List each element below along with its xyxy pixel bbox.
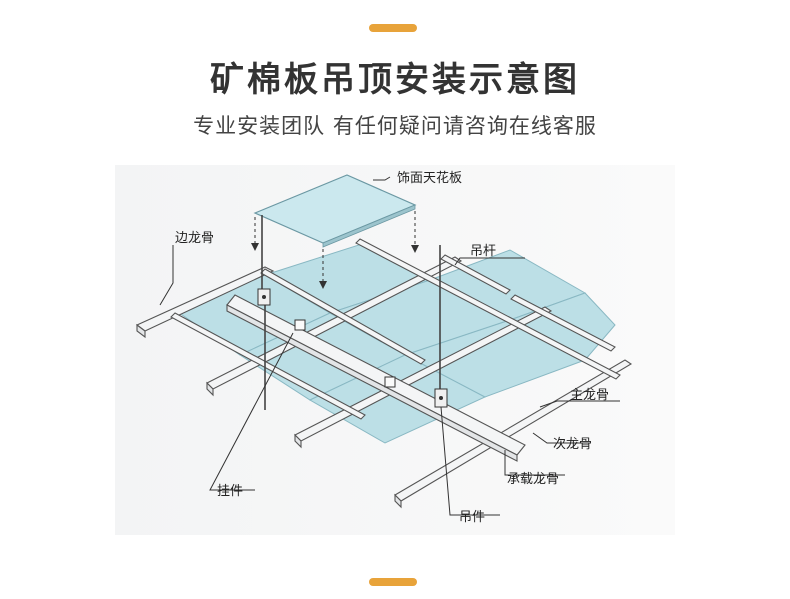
leader-face-panel — [373, 176, 391, 181]
hanger-clip — [294, 319, 306, 331]
page-title: 矿棉板吊顶安装示意图 — [210, 60, 580, 100]
leader-main-keel — [539, 400, 620, 408]
secondary-keel — [170, 312, 366, 420]
secondary-keel — [355, 238, 621, 380]
drop-arrow-icon — [319, 281, 327, 289]
main-keel-end — [394, 493, 402, 509]
main-keel-end — [206, 381, 214, 397]
leader-lines — [159, 176, 620, 516]
bracket-bolt — [439, 396, 443, 400]
label-suspension-part: 吊件 — [459, 510, 485, 525]
bracket-bolt — [262, 295, 266, 299]
secondary-keel — [440, 254, 511, 295]
ceiling-installation-diagram: 饰面天花板 边龙骨 吊杆 主龙骨 次龙骨 承载龙骨 挂件 吊件 — [115, 165, 675, 535]
label-edge-keel: 边龙骨 — [175, 231, 214, 246]
face-panel-edge — [322, 204, 416, 248]
drop-arrow-icon — [411, 245, 419, 253]
secondary-keel — [510, 294, 616, 352]
label-hanging-rod: 吊杆 — [470, 244, 496, 259]
label-secondary-keel: 次龙骨 — [553, 436, 592, 452]
main-keel-end — [294, 433, 302, 449]
main-keels — [206, 256, 633, 509]
leader-secondary-keel — [532, 432, 590, 444]
hanger-clip — [384, 376, 396, 388]
leader-bearing-keel — [504, 450, 565, 476]
label-bearing-keel: 承载龙骨 — [507, 472, 559, 487]
page-subtitle: 专业安装团队 有任何疑问请咨询在线客服 — [193, 114, 597, 138]
top-accent-bar — [369, 24, 417, 32]
bearing-keel-side — [226, 304, 518, 462]
bottom-accent-bar — [369, 578, 417, 586]
leader-hanger-part — [209, 332, 294, 491]
leader-edge-keel — [159, 245, 174, 306]
leader-suspension-part — [440, 406, 500, 516]
label-hanger-part: 挂件 — [217, 484, 243, 499]
label-face-panel: 饰面天花板 — [397, 170, 462, 186]
edge-keel-end — [136, 323, 146, 339]
drop-arrow-icon — [251, 243, 259, 251]
secondary-keels — [170, 238, 621, 420]
label-main-keel: 主龙骨 — [570, 388, 609, 403]
leader-hanging-rod — [454, 257, 525, 266]
